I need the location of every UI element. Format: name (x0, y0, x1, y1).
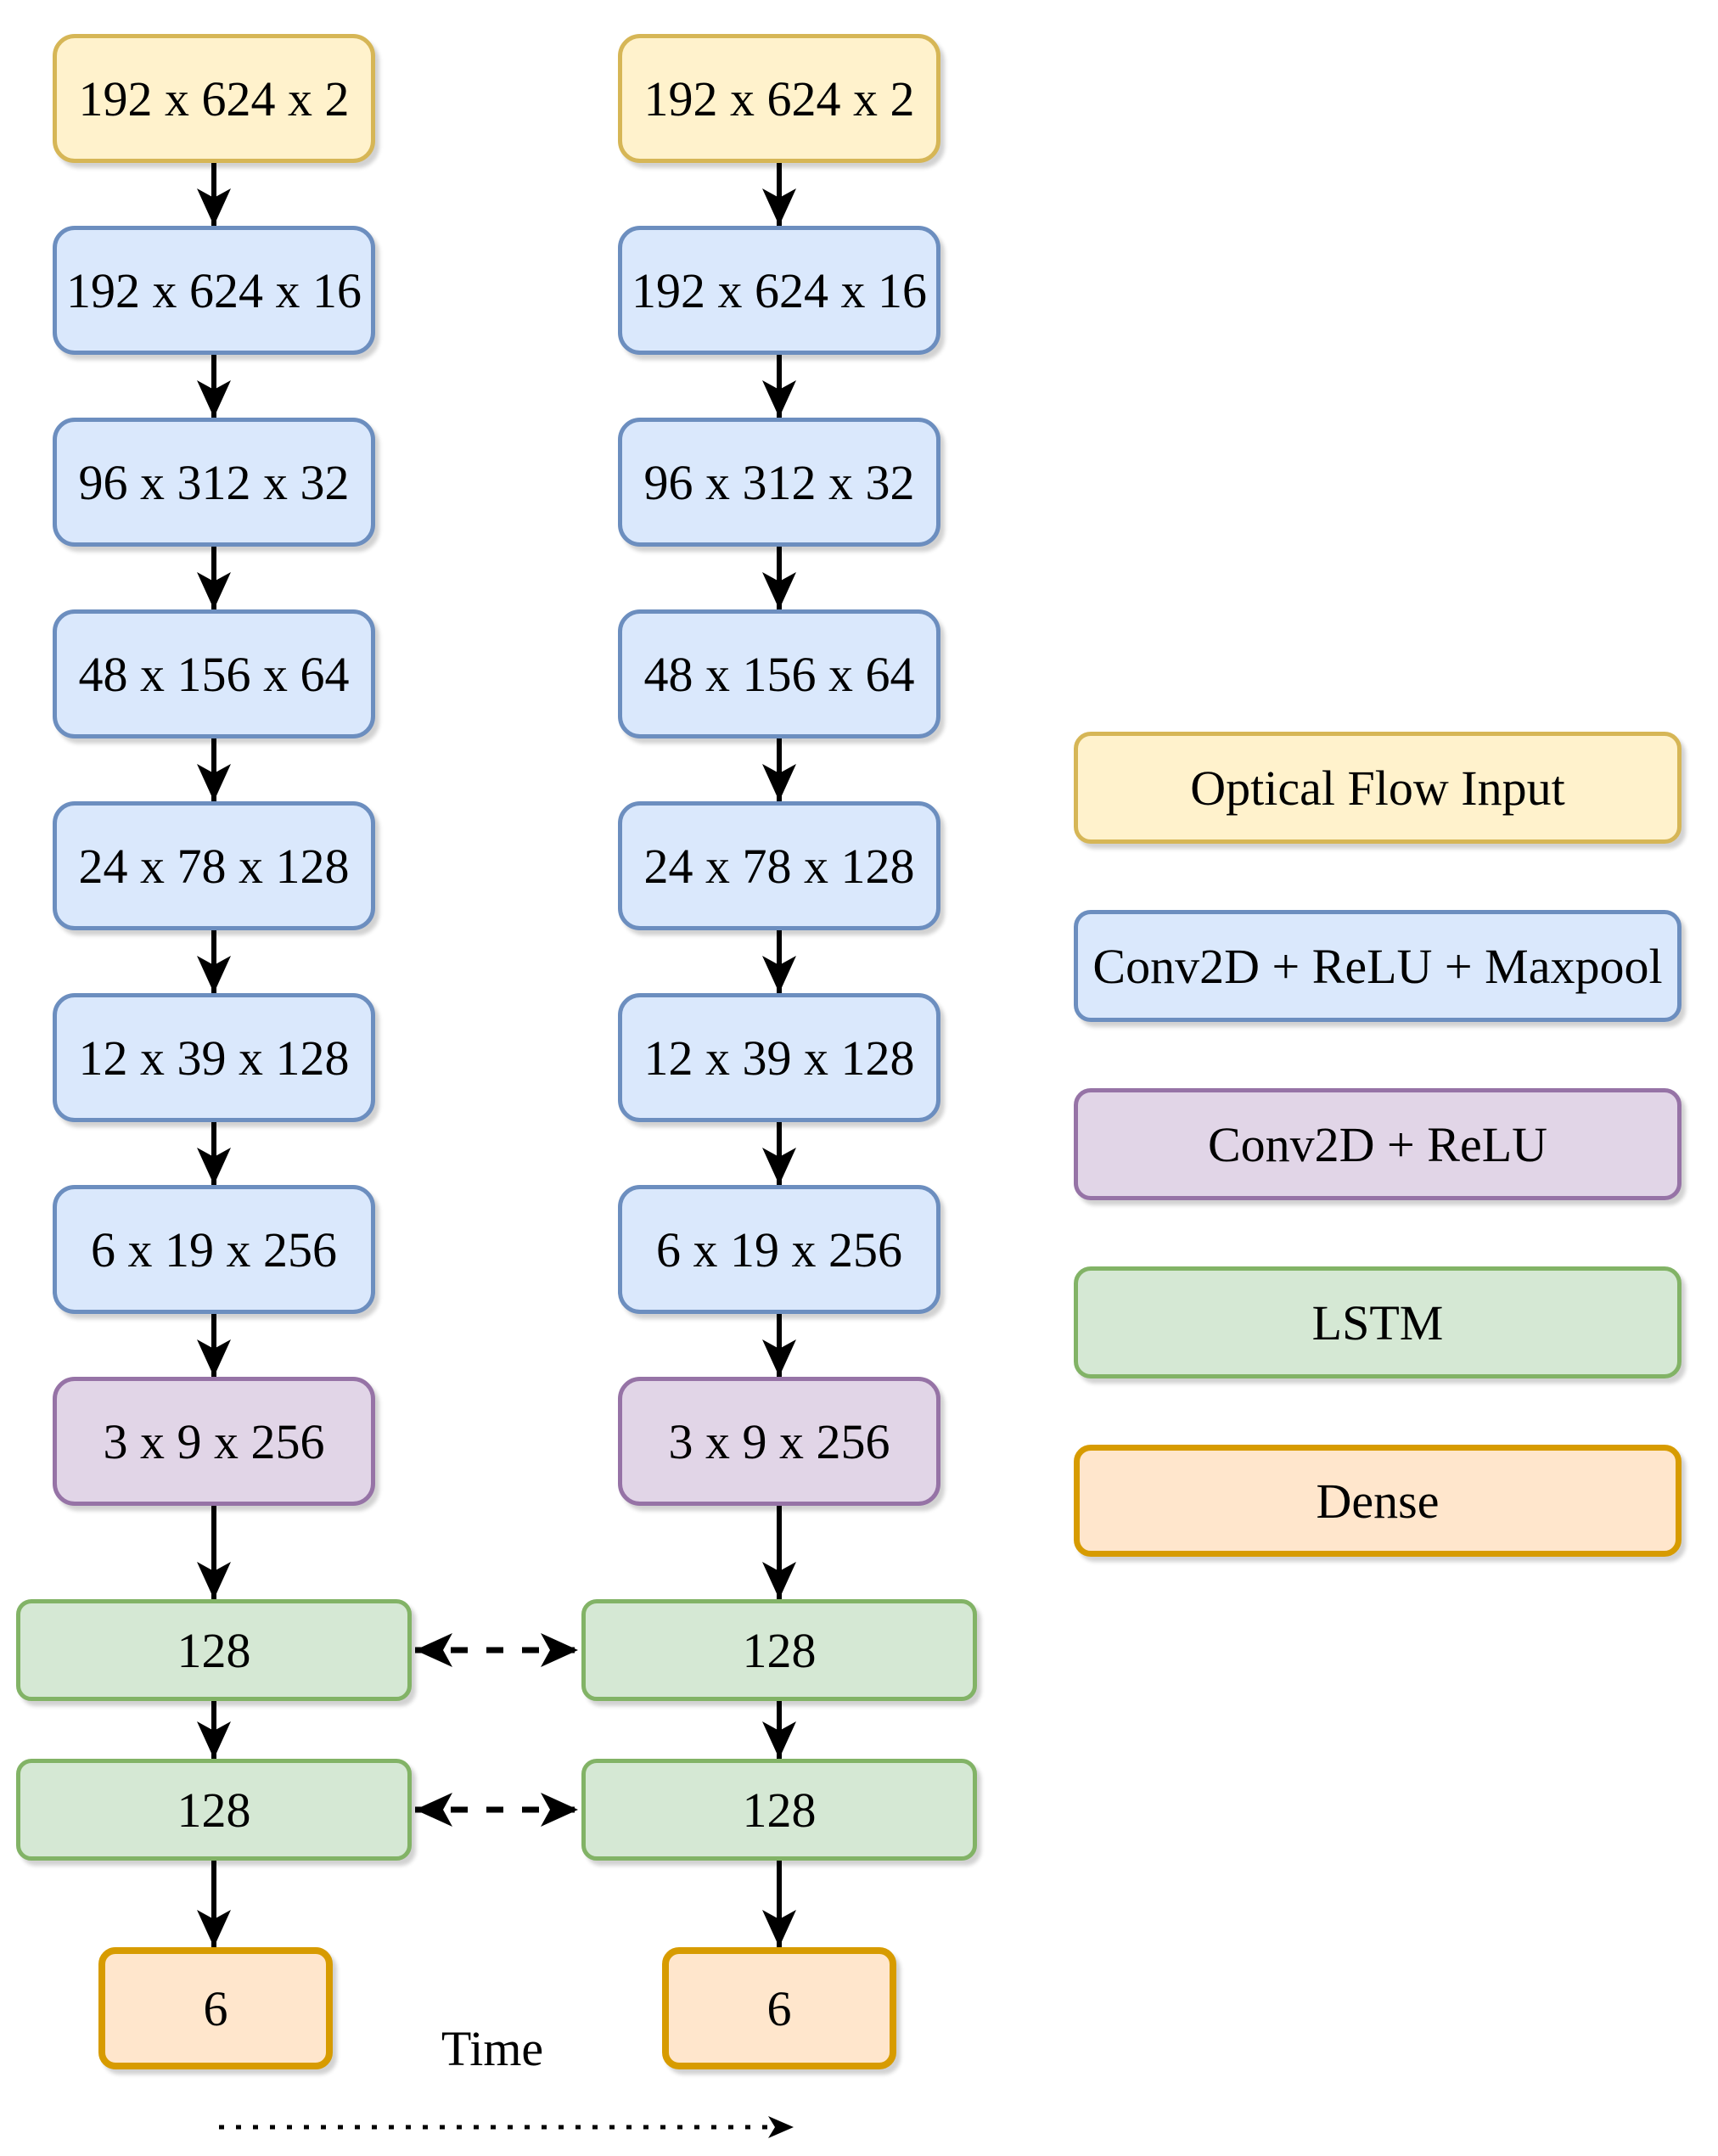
legend-item-conv2d-relu-maxpool: Conv2D + ReLU + Maxpool (1074, 910, 1682, 1022)
layer-box-conv-maxpool: 96 x 312 x 32 (618, 418, 940, 547)
time-axis-label: Time (441, 2020, 544, 2076)
layer-box-dense: 6 (98, 1947, 333, 2069)
layer-box-conv-maxpool: 6 x 19 x 256 (53, 1185, 375, 1314)
layer-box-conv-relu: 3 x 9 x 256 (618, 1377, 940, 1506)
layer-box-conv-maxpool: 12 x 39 x 128 (53, 993, 375, 1122)
layer-box-conv-maxpool: 48 x 156 x 64 (618, 609, 940, 738)
layer-box-lstm: 128 (581, 1599, 977, 1701)
layer-box-conv-maxpool: 24 x 78 x 128 (618, 801, 940, 930)
legend-item-optical-flow-input: Optical Flow Input (1074, 732, 1682, 844)
layer-box-dense: 6 (662, 1947, 896, 2069)
legend-item-dense: Dense (1074, 1445, 1682, 1557)
layer-box-conv-maxpool: 12 x 39 x 128 (618, 993, 940, 1122)
layer-box-lstm: 128 (16, 1759, 412, 1861)
layer-box-input: 192 x 624 x 2 (618, 34, 940, 163)
layer-box-conv-maxpool: 192 x 624 x 16 (53, 226, 375, 355)
legend-item-conv2d-relu: Conv2D + ReLU (1074, 1088, 1682, 1200)
layer-box-lstm: 128 (16, 1599, 412, 1701)
layer-box-conv-maxpool: 48 x 156 x 64 (53, 609, 375, 738)
layer-box-conv-maxpool: 6 x 19 x 256 (618, 1185, 940, 1314)
layer-box-conv-maxpool: 192 x 624 x 16 (618, 226, 940, 355)
layer-box-conv-maxpool: 24 x 78 x 128 (53, 801, 375, 930)
legend-item-lstm: LSTM (1074, 1266, 1682, 1378)
layer-box-conv-maxpool: 96 x 312 x 32 (53, 418, 375, 547)
layer-box-lstm: 128 (581, 1759, 977, 1861)
layer-box-input: 192 x 624 x 2 (53, 34, 375, 163)
layer-box-conv-relu: 3 x 9 x 256 (53, 1377, 375, 1506)
